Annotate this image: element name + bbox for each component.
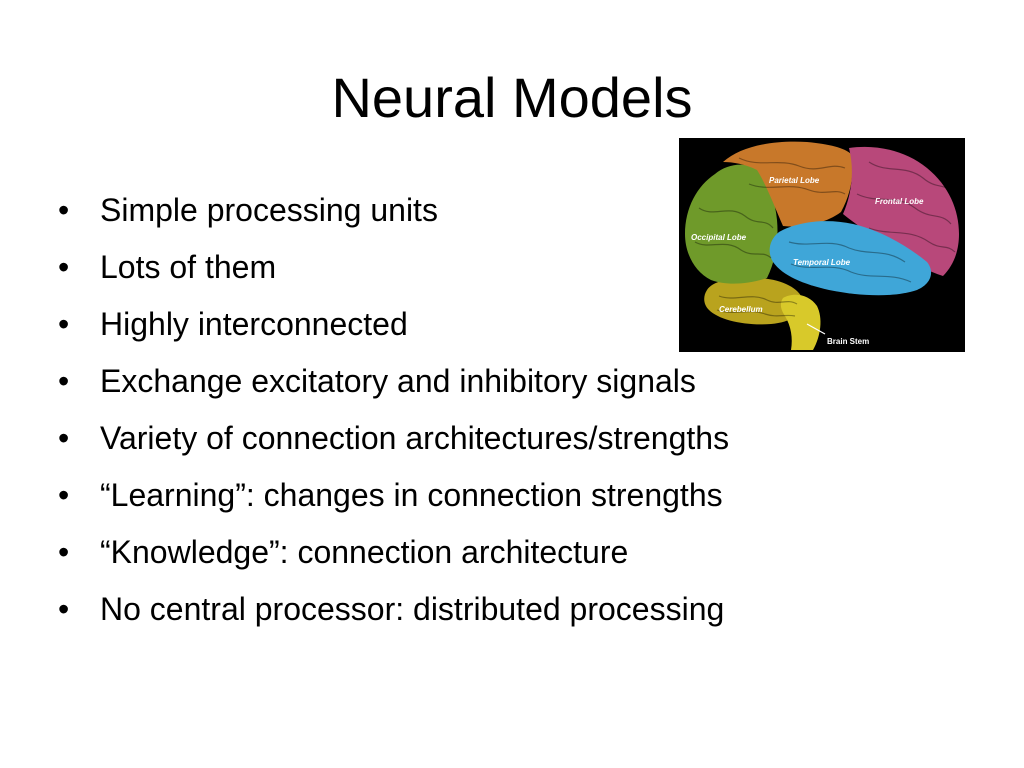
bullet-dot: • xyxy=(58,192,70,228)
bullet-dot: • xyxy=(58,363,70,399)
parietal-lobe-label: Parietal Lobe xyxy=(769,176,820,185)
cerebellum-label: Cerebellum xyxy=(719,305,763,314)
bullet-list: • Simple processing units • Lots of them… xyxy=(58,182,729,638)
slide-title: Neural Models xyxy=(331,66,693,129)
bullet-dot: • xyxy=(58,306,70,342)
bullet-text: “Learning”: changes in connection streng… xyxy=(100,477,723,513)
frontal-lobe-label: Frontal Lobe xyxy=(875,197,924,206)
bullet-text: Variety of connection architectures/stre… xyxy=(100,420,730,456)
occipital-lobe-label: Occipital Lobe xyxy=(691,233,747,242)
bullet-item: • No central processor: distributed proc… xyxy=(58,581,729,638)
occipital-lobe-region xyxy=(685,164,778,284)
bullet-text: “Knowledge”: connection architecture xyxy=(100,534,629,570)
brain-stem-pointer xyxy=(806,323,826,335)
temporal-lobe-region xyxy=(769,221,932,296)
bullet-dot: • xyxy=(58,591,70,627)
brain-stem-region xyxy=(780,294,821,350)
bullet-item: • Variety of connection architectures/st… xyxy=(58,410,729,467)
bullet-item: • Highly interconnected xyxy=(58,296,729,353)
bullet-dot: • xyxy=(58,477,70,513)
bullet-item: • Lots of them xyxy=(58,239,729,296)
bullet-text: Lots of them xyxy=(100,249,277,285)
bullet-dot: • xyxy=(58,249,70,285)
bullet-text: Exchange excitatory and inhibitory signa… xyxy=(100,363,696,399)
bullet-item: • “Knowledge”: connection architecture xyxy=(58,524,729,581)
bullet-text: Highly interconnected xyxy=(100,306,408,342)
temporal-lobe-label: Temporal Lobe xyxy=(793,258,851,267)
parietal-lobe-region xyxy=(723,141,853,227)
bullet-item: • “Learning”: changes in connection stre… xyxy=(58,467,729,524)
frontal-lobe-region xyxy=(843,146,959,276)
bullet-dot: • xyxy=(58,420,70,456)
brain-stem-label: Brain Stem xyxy=(827,337,869,346)
bullet-dot: • xyxy=(58,534,70,570)
bullet-text: No central processor: distributed proces… xyxy=(100,591,725,627)
bullet-item: • Simple processing units xyxy=(58,182,729,239)
brain-gyri-texture xyxy=(694,157,956,317)
bullet-item: • Exchange excitatory and inhibitory sig… xyxy=(58,353,729,410)
brain-diagram-image: Parietal Lobe Frontal Lobe Occipital Lob… xyxy=(679,138,965,352)
bullet-text: Simple processing units xyxy=(100,192,438,228)
cerebellum-region xyxy=(704,277,804,325)
